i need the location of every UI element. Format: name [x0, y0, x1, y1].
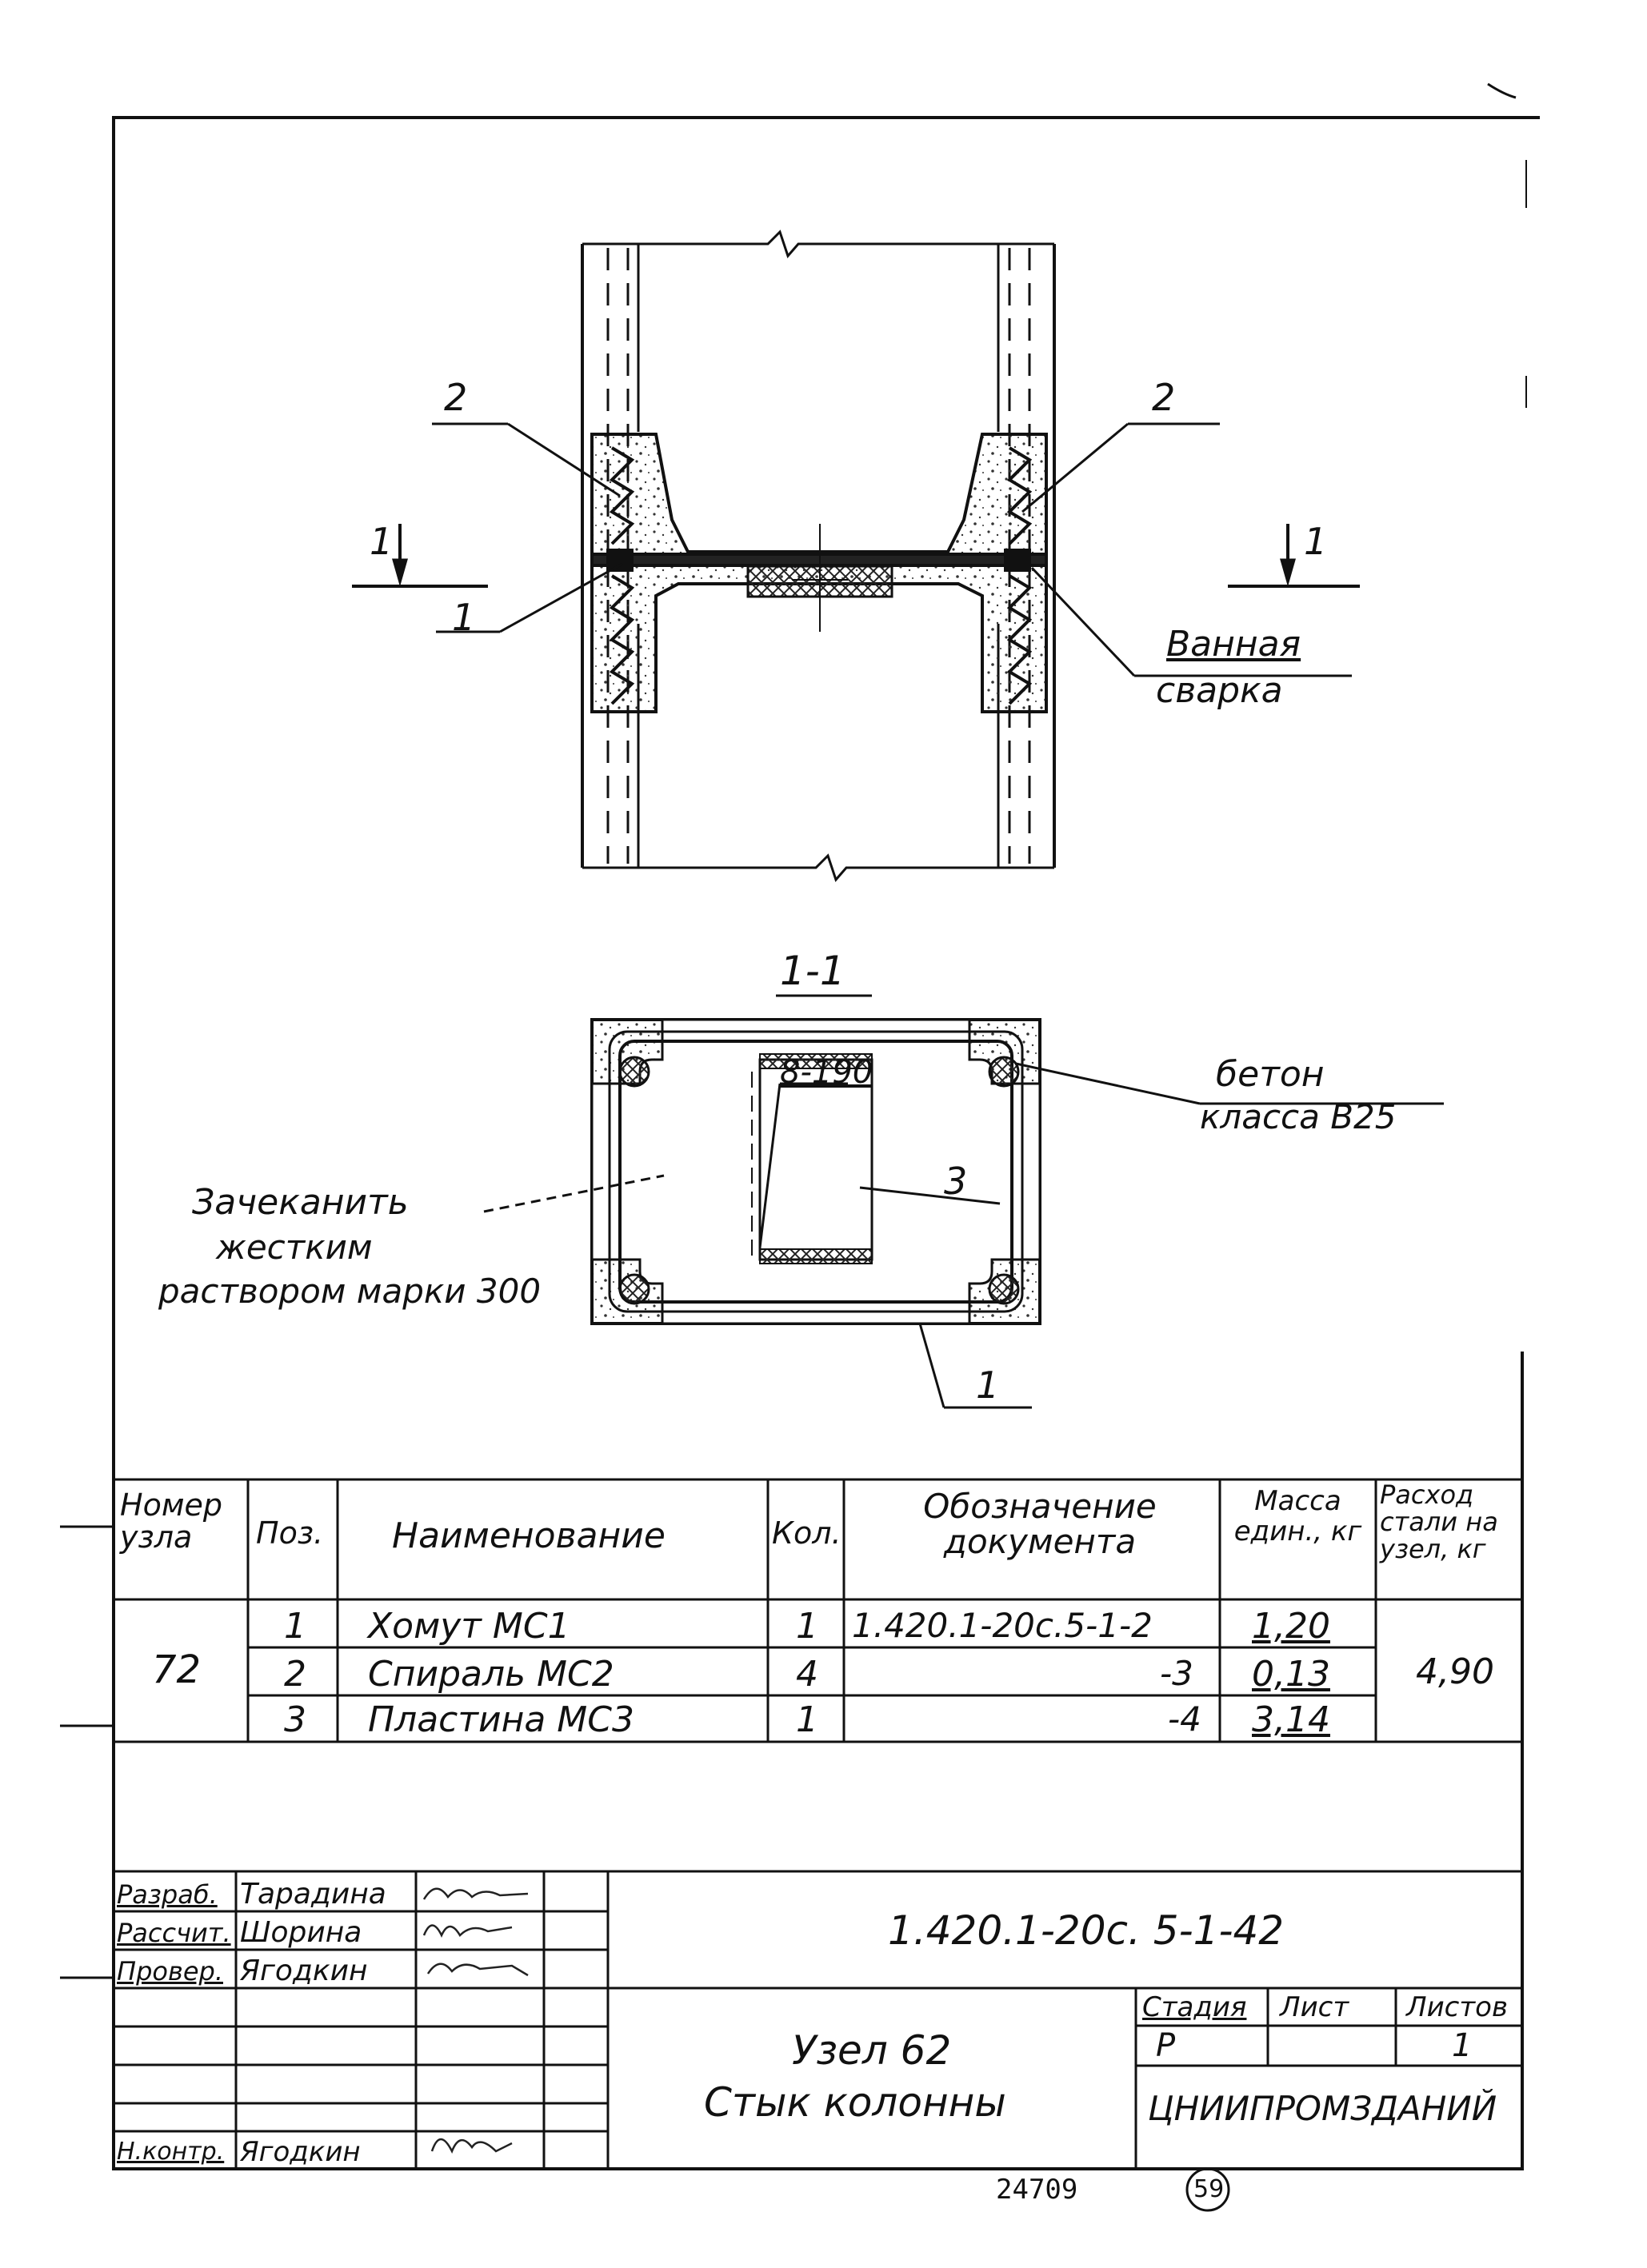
name-norm-control: Ягодкин [240, 2136, 361, 2168]
row2-pos: 2 [284, 1654, 306, 1695]
role-calculator: Рассчит. [117, 1918, 231, 1948]
node-number: 72 [152, 1647, 202, 1692]
name-developer: Тарадина [240, 1878, 386, 1911]
row2-name: Спираль МС2 [368, 1654, 614, 1695]
role-developer: Разраб. [117, 1879, 218, 1910]
joint-concrete [590, 433, 1048, 713]
row1-qty: 1 [796, 1606, 818, 1647]
sheets-value: 1 [1452, 2027, 1473, 2064]
header-node: Номер узла [120, 1487, 222, 1555]
row2-qty: 4 [796, 1654, 818, 1695]
section-title: 1-1 [780, 948, 845, 994]
row3-pos: 3 [284, 1699, 306, 1740]
row3-doc: -4 [1168, 1699, 1201, 1739]
row1-doc: 1.420.1-20с.5-1-2 [852, 1606, 1153, 1645]
concrete-label-line1: бетон [1216, 1054, 1325, 1095]
row1-name: Хомут МС1 [368, 1606, 570, 1647]
header-doc: Обозначение документа [923, 1487, 1157, 1561]
pos1-upper-label: 1 [452, 596, 476, 639]
leaders-section [483, 1062, 1444, 1409]
name-calculator: Шорина [240, 1916, 362, 1949]
leaders-elevation [352, 422, 1360, 677]
section-mark-right: 1 [1304, 520, 1328, 563]
title-line2: Стык колонны [704, 2079, 1006, 2126]
stage-header: Стадия [1142, 1991, 1247, 2023]
caulk-label-line1: Зачеканить [192, 1182, 409, 1223]
caulk-label-line2: жестким [216, 1228, 373, 1267]
title-block-grid [114, 1870, 1522, 2169]
inventory-number: 24709 [996, 2174, 1078, 2206]
pos2-right-label: 2 [1152, 376, 1176, 419]
spec-table-grid [114, 1478, 1522, 1743]
sheet-frame [60, 82, 1540, 2170]
caulk-label-line3: раствором марки 300 [158, 1272, 542, 1311]
section-mark-left: 1 [370, 520, 394, 563]
pos1-lower-label: 1 [976, 1364, 1000, 1407]
row3-mass: 3,14 [1252, 1699, 1330, 1740]
row3-qty: 1 [796, 1699, 818, 1740]
title-line1: Узел 62 [792, 2027, 952, 2074]
document-code: 1.420.1-20с. 5-1-42 [888, 1907, 1285, 1954]
pos3-label: 3 [944, 1160, 968, 1203]
row1-mass: 1,20 [1252, 1606, 1330, 1647]
row2-mass: 0,13 [1252, 1654, 1330, 1695]
header-pos: Поз. [256, 1515, 324, 1551]
row1-pos: 1 [284, 1606, 306, 1647]
sheet-header: Лист [1280, 1991, 1349, 2023]
signatures [422, 1887, 529, 2154]
weld-label-line2: сварка [1156, 670, 1283, 711]
row2-doc: -3 [1160, 1654, 1193, 1693]
role-checker: Провер. [117, 1956, 223, 1986]
pos2-left-label: 2 [444, 376, 468, 419]
role-norm-control: Н.контр. [117, 2138, 225, 2166]
header-steel: Расход стали на узел, кг [1380, 1479, 1498, 1564]
name-checker: Ягодкин [240, 1955, 368, 1987]
page-number: 59 [1193, 2175, 1225, 2203]
sheets-header: Листов [1406, 1991, 1509, 2023]
organization: ЦНИИПРОМЗДАНИЙ [1148, 2089, 1497, 2128]
concrete-label-line2: класса В25 [1200, 1097, 1397, 1136]
header-name: Наименование [392, 1515, 666, 1556]
header-qty: Кол. [772, 1515, 841, 1551]
row3-name: Пластина МС3 [368, 1699, 634, 1740]
steel-total: 4,90 [1416, 1651, 1494, 1692]
page-number-circle [1185, 2167, 1230, 2212]
weld-size-label: 8-190 [780, 1054, 873, 1091]
header-mass: Масса един., кг [1233, 1485, 1362, 1547]
column-elevation [581, 230, 1056, 882]
weld-label-line1: Ванная [1166, 624, 1301, 665]
section-1-1 [590, 994, 1041, 1325]
stage-value: Р [1156, 2027, 1176, 2064]
